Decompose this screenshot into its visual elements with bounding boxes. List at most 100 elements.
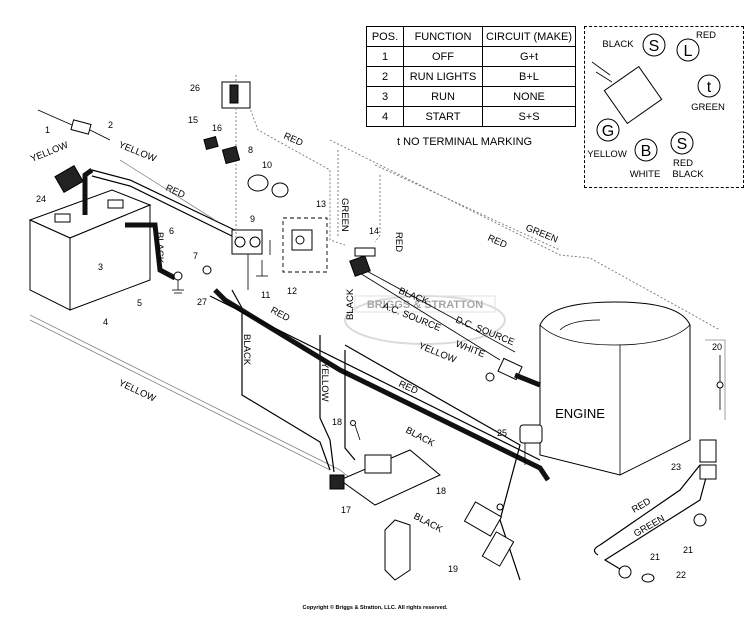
switch-position-table: POS. FUNCTION CIRCUIT (MAKE) 1 OFF G+t 2…	[366, 26, 576, 127]
light-switch-nut	[247, 174, 269, 192]
part-number-13: 13	[316, 199, 326, 209]
table-cell: RUN LIGHTS	[403, 66, 483, 87]
light-switch-body	[271, 182, 289, 198]
engine-connector	[485, 357, 541, 388]
wire-label-black-2: BLACK	[241, 334, 252, 366]
table-cell: OFF	[403, 46, 483, 67]
engine: ENGINE	[539, 301, 691, 476]
part-number-23: 23	[671, 462, 681, 472]
wire-label-yellow-1: YELLOW	[29, 140, 70, 165]
part-number-19: 19	[448, 564, 458, 574]
part-number-1: 1	[45, 125, 50, 135]
table-header: CIRCUIT (MAKE)	[482, 26, 576, 47]
table-note: t NO TERMINAL MARKING	[397, 136, 533, 148]
table-row: 4 START S+S	[366, 106, 576, 127]
switch-detail-box	[584, 26, 744, 188]
table-header-row: POS. FUNCTION CIRCUIT (MAKE)	[366, 26, 576, 47]
switch-label-red: RED	[696, 30, 716, 41]
fuse-holder	[221, 75, 251, 240]
part-number-27: 27	[197, 297, 207, 307]
table-cell: 1	[366, 46, 404, 67]
switch-label-red-black-2: BLACK	[672, 169, 704, 180]
battery-cover-24	[54, 165, 84, 193]
wire-label-green-1: GREEN	[339, 198, 350, 232]
connector-14	[349, 247, 376, 277]
table-cell: 2	[366, 66, 404, 87]
part-number-14: 14	[369, 226, 379, 236]
wire-label-black-3: BLACK	[345, 288, 356, 320]
table-cell: B+L	[482, 66, 576, 87]
part-number-3: 3	[98, 262, 103, 272]
brake-switch	[384, 501, 515, 581]
ground-cable	[172, 271, 184, 294]
part-number-11: 11	[261, 290, 270, 300]
part-number-10: 10	[262, 160, 272, 170]
table-cell: 4	[366, 106, 404, 127]
part-number-22: 22	[676, 570, 686, 580]
wire-label-red-2: RED	[282, 131, 305, 149]
copyright-text: Copyright © Briggs & Stratton, LLC. All …	[302, 605, 448, 611]
terminal-l-label: L	[684, 43, 693, 60]
wire-label-yellow-3: YELLOW	[117, 378, 158, 405]
part-number-24: 24	[36, 194, 46, 204]
terminal-g	[596, 118, 620, 142]
table-row: 1 OFF G+t	[366, 46, 576, 67]
wire-label-red-7: RED	[630, 496, 653, 516]
table-cell: 3	[366, 86, 404, 107]
table-row: 2 RUN LIGHTS B+L	[366, 66, 576, 87]
table-cell: NONE	[482, 86, 576, 107]
watermark-logo: BRIGGS & STRATTON	[344, 295, 506, 345]
wire-label-green-3: GREEN	[632, 513, 667, 539]
part-number-17: 17	[341, 505, 351, 515]
terminal-t	[697, 74, 721, 98]
ground-clip-27	[202, 265, 212, 275]
table-header: POS.	[366, 26, 404, 47]
ignition-switch-assembly	[282, 217, 328, 273]
part-number-7: 7	[193, 251, 198, 261]
table-cell: RUN	[403, 86, 483, 107]
part-number-12: 12	[287, 286, 297, 296]
terminal-b-label: B	[641, 143, 652, 160]
wire-label-black-1: BLACK	[154, 232, 165, 264]
part-number-4: 4	[103, 317, 108, 327]
terminal-t-label: t	[707, 79, 712, 96]
fuse-16	[221, 145, 241, 165]
part-number-21a: 21	[650, 552, 660, 562]
terminal-s-top-label: S	[649, 38, 660, 55]
table-header: FUNCTION	[403, 26, 483, 47]
part-number-16: 16	[212, 123, 222, 133]
switch-label-black: BLACK	[602, 39, 634, 50]
wire-label-red-3: RED	[393, 232, 404, 252]
table-row: 3 RUN NONE	[366, 86, 576, 107]
terminal-b	[634, 138, 658, 162]
switch-label-yellow: YELLOW	[587, 149, 627, 160]
connector-1	[37, 109, 111, 141]
terminal-s-bottom-label: S	[677, 136, 688, 153]
right-side-parts	[593, 355, 724, 583]
part-number-15: 15	[188, 115, 198, 125]
switch-label-red-black-1: RED	[673, 158, 693, 169]
fuse-15	[203, 136, 219, 150]
table-cell: G+t	[482, 46, 576, 67]
switch-label-white: WHITE	[630, 169, 661, 180]
part-number-6: 6	[169, 226, 174, 236]
background-wires	[29, 94, 726, 581]
wire-label-yellow-2: YELLOW	[117, 140, 158, 165]
wire-label-red-4: RED	[486, 233, 509, 251]
watermark-text: BRIGGS & STRATTON	[367, 299, 483, 311]
ignition-switch-diagram: S L t G B S BLACK RED GREEN YELLOW WHITE…	[587, 30, 725, 180]
switch-label-green: GREEN	[691, 102, 725, 113]
part-number-2: 2	[108, 120, 113, 130]
part-number-21b: 21	[683, 545, 693, 555]
wire-label-black-6: BLACK	[412, 511, 445, 536]
part-number-26: 26	[190, 83, 200, 93]
part-number-18b: 18	[436, 486, 446, 496]
part-25-connector	[519, 424, 543, 465]
wire-label-red-5: RED	[269, 305, 292, 324]
terminal-s-bottom	[670, 131, 694, 155]
table-cell: START	[403, 106, 483, 127]
battery	[28, 167, 177, 311]
wire-label-green-2: GREEN	[524, 223, 560, 246]
part-number-5: 5	[137, 298, 142, 308]
